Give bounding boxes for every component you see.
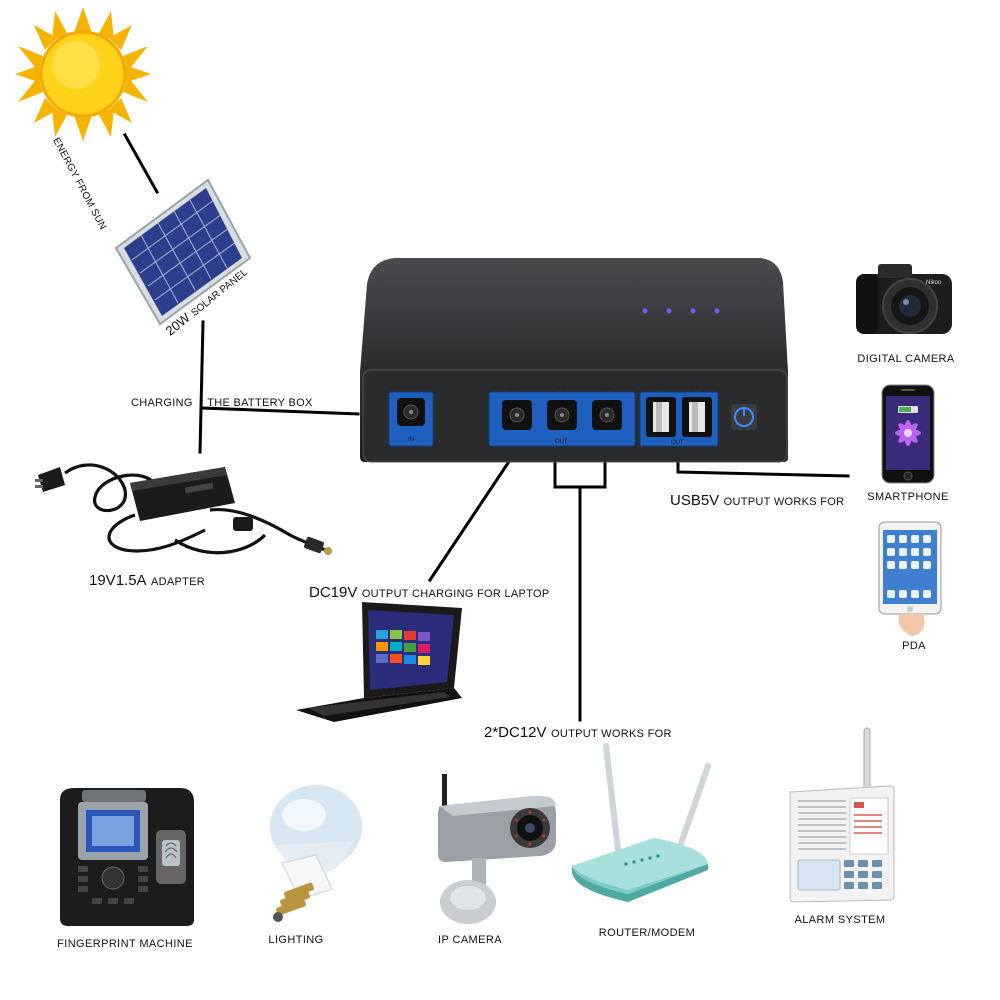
ip-camera-icon: [438, 774, 556, 924]
dc19-text: OUTPUT CHARGING FOR LAPTOP: [361, 588, 550, 600]
dc12-lead: 2*DC12V: [484, 724, 547, 741]
usb-port-label-2: 5V: [691, 385, 698, 391]
battery-box-text: THE BATTERY BOX: [207, 397, 313, 409]
alarm-icon: [789, 727, 895, 903]
alarm-caption: ALARM SYSTEM: [794, 914, 886, 926]
usb5-label: USB5V OUTPUT WORKS FOR: [670, 492, 844, 510]
indicator-led: [642, 308, 648, 314]
adapter-label: 19V1.5A ADAPTER: [89, 572, 205, 590]
router-caption: ROUTER/MODEM: [598, 927, 696, 939]
usb-port-label-1: 5V: [655, 385, 662, 391]
smartphone-caption: SMARTPHONE: [867, 491, 949, 503]
charging-label: CHARGING THE BATTERY BOX: [131, 397, 313, 409]
power-button[interactable]: [731, 404, 757, 430]
indicator-led: [666, 308, 672, 314]
adapter-text: ADAPTER: [151, 576, 206, 588]
fingerprint-machine-icon: [60, 788, 194, 926]
smartphone-icon: [881, 384, 935, 484]
battery-box: IN 19V 12V 12V OUT 5V 5V OUT: [360, 258, 788, 463]
usb-port-1[interactable]: [646, 397, 676, 437]
dc12-jack-2[interactable]: [592, 400, 622, 430]
panel-to-adapter-line: [198, 320, 205, 454]
dc12-text: OUTPUT WORKS FOR: [551, 728, 672, 740]
tablet-icon: [878, 521, 942, 636]
indicator-led: [690, 308, 696, 314]
indicator-led: [714, 308, 720, 314]
charging-line: [201, 406, 360, 416]
sun-icon: [15, 7, 151, 141]
dc-port-label-2: 12V: [555, 385, 566, 391]
fingerprint-caption: FINGERPRINT MACHINE: [57, 938, 193, 950]
usb-port-2[interactable]: [682, 397, 712, 437]
usb5-lead: USB5V: [670, 492, 720, 509]
usb5-text: OUTPUT WORKS FOR: [723, 496, 845, 508]
dc19-jack[interactable]: [502, 400, 532, 430]
camera-caption: DIGITAL CAMERA: [857, 353, 955, 365]
dc19-label: DC19V OUTPUT CHARGING FOR LAPTOP: [309, 584, 550, 602]
dc-out-label: OUT: [555, 439, 568, 445]
router-icon: [572, 743, 711, 902]
dc12-jack-1[interactable]: [547, 400, 577, 430]
dc19-lead: DC19V: [309, 584, 358, 601]
adapter-value: 19V1.5A: [89, 572, 147, 589]
adapter-icon: [35, 463, 332, 555]
ip-camera-caption: IP CAMERA: [438, 934, 502, 946]
dc12-label: 2*DC12V OUTPUT WORKS FOR: [484, 724, 672, 742]
dc19-line: [427, 457, 513, 583]
sun-to-panel-line: [122, 132, 160, 195]
bulb-icon: [270, 785, 362, 922]
svg-text:Nikon: Nikon: [926, 280, 941, 286]
camera-icon: Nikon: [856, 264, 952, 334]
dc-port-label-3: 12V: [600, 385, 611, 391]
solar-panel-icon: [114, 178, 252, 326]
charging-text: CHARGING: [131, 397, 193, 409]
laptop-icon: [296, 602, 462, 722]
usb-line: [676, 460, 850, 478]
lighting-caption: LIGHTING: [268, 934, 324, 946]
in-port-label: IN: [408, 437, 414, 443]
dc-port-label-1: 19V: [510, 385, 521, 391]
usb-out-label: OUT: [671, 440, 684, 446]
pda-caption: PDA: [902, 640, 926, 652]
